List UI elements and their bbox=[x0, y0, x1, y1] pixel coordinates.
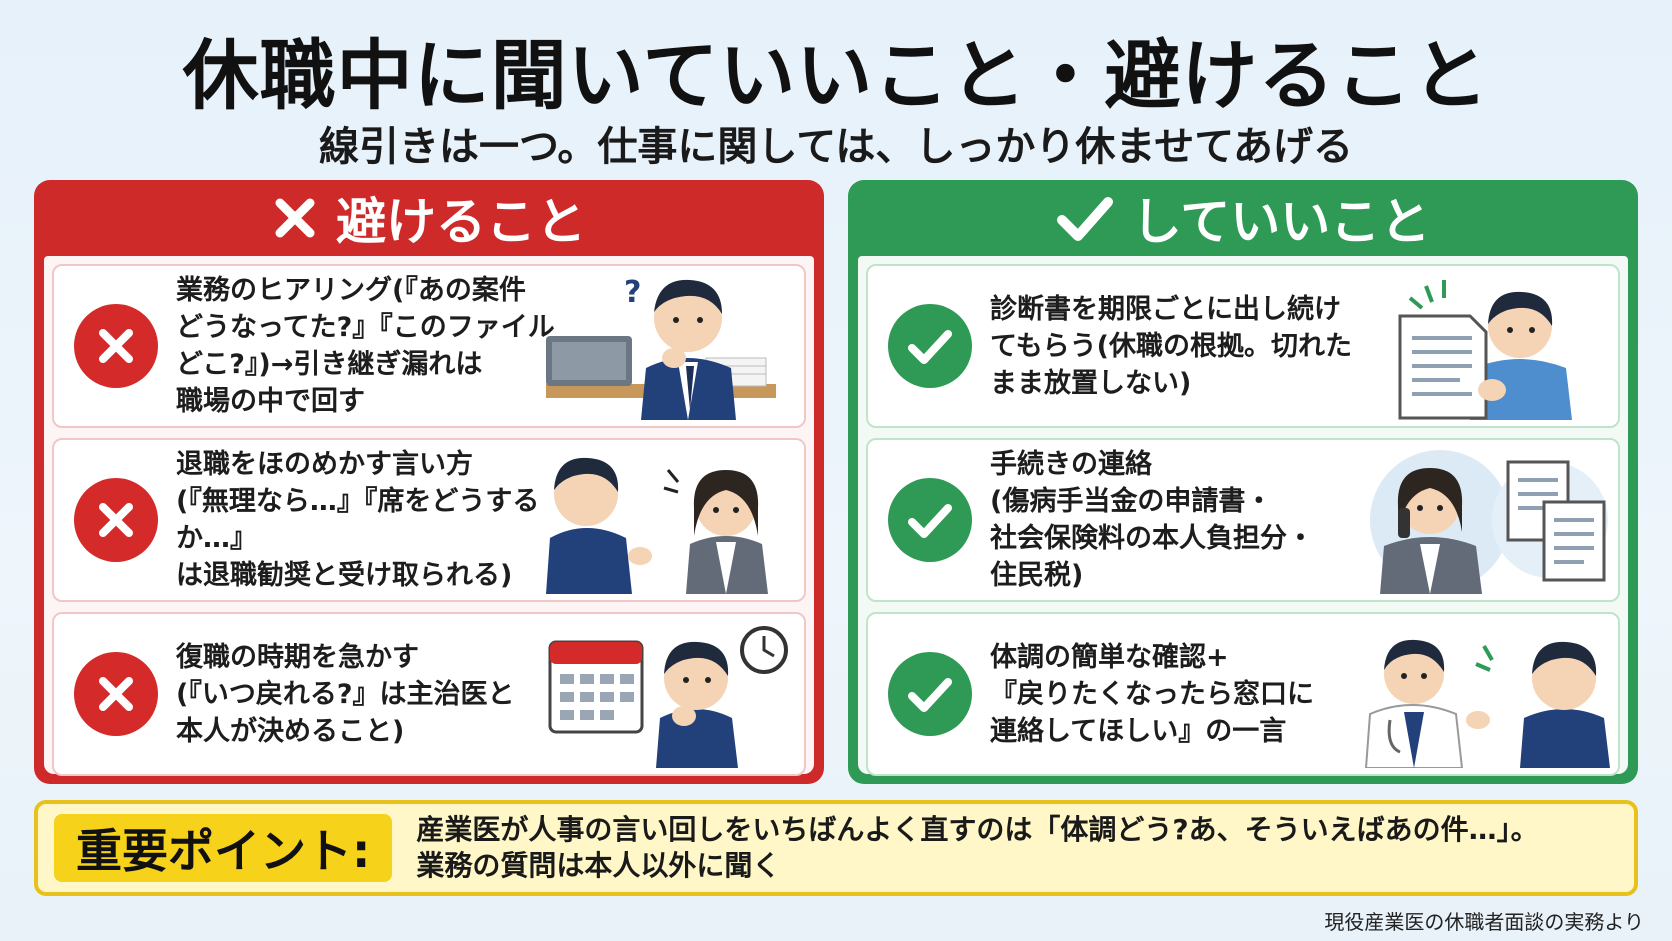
avoid-item-rushing-return: 復職の時期を急かす (『いつ戻れる?』は主治医と 本人が決めること) bbox=[52, 612, 806, 776]
ok-panel: していいこと 診断書を期限ごとに出し続け てもらう(休職の根拠。切れた まま放置… bbox=[848, 180, 1638, 784]
ok-item-text: 手続きの連絡 (傷病手当金の申請書・ 社会保険料の本人負担分・ 住民税) bbox=[990, 449, 1314, 591]
ok-item-procedure-contact: 手続きの連絡 (傷病手当金の申請書・ 社会保険料の本人負担分・ 住民税) bbox=[866, 438, 1620, 602]
avoid-panel-body: 業務のヒアリング(『あの案件 どうなってた?』『このファイル どこ?』)→引き継… bbox=[44, 256, 814, 776]
businessman-at-laptop-illustration: ? bbox=[546, 275, 776, 420]
ok-item-text: 体調の簡単な確認+ 『戻りたくなったら窓口に 連絡してほしい』の一言 bbox=[990, 641, 1314, 747]
page-title: 休職中に聞いていいこと・避けること bbox=[182, 31, 1490, 120]
page-subtitle: 線引きは一つ。仕事に関しては、しっかり休ませてあげる bbox=[319, 124, 1353, 170]
avoid-item-text: 退職をほのめかす言い方 (『無理なら…』『席をどうするか…』 は退職勧奨と受け取… bbox=[176, 449, 540, 591]
x-icon bbox=[272, 195, 318, 241]
key-point-text: 産業医が人事の言い回しをいちばんよく直すのは「体調どう?あ、そういえばあの件…」… bbox=[416, 812, 1538, 884]
avoid-item-resignation: 退職をほのめかす言い方 (『無理なら…』『席をどうするか…』 は退職勧奨と受け取… bbox=[52, 438, 806, 602]
x-icon bbox=[74, 304, 158, 388]
woman-on-phone-with-documents-illustration bbox=[1370, 450, 1608, 594]
ok-item-health-check: 体調の簡単な確認+ 『戻りたくなったら窓口に 連絡してほしい』の一言 bbox=[866, 612, 1620, 776]
key-point-box: 重要ポイント: 産業医が人事の言い回しをいちばんよく直すのは「体調どう?あ、そう… bbox=[34, 800, 1638, 896]
avoid-panel-header: 避けること bbox=[34, 180, 824, 256]
avoid-panel: 避けること 業務のヒアリング(『あの案件 どうなってた?』『このファイル どこ?… bbox=[34, 180, 824, 784]
avoid-item-text: 業務のヒアリング(『あの案件 どうなってた?』『このファイル どこ?』)→引き継… bbox=[176, 275, 555, 417]
avoid-panel-title: 避けること bbox=[336, 193, 586, 251]
avoid-item-text: 復職の時期を急かす (『いつ戻れる?』は主治医と 本人が決めること) bbox=[176, 641, 515, 747]
key-point-text-content: 産業医が人事の言い回しをいちばんよく直すのは「体調どう?あ、そういえばあの件…」… bbox=[416, 813, 1539, 882]
person-holding-document-illustration bbox=[1398, 280, 1572, 420]
check-icon bbox=[1056, 194, 1114, 242]
check-icon bbox=[888, 304, 972, 388]
manager-talking-to-employee-illustration bbox=[546, 457, 768, 594]
svg-text:?: ? bbox=[624, 275, 641, 310]
ok-panel-body: 診断書を期限ごとに出し続け てもらう(休職の根拠。切れた まま放置しない) bbox=[858, 256, 1628, 776]
ok-panel-title: していいこと bbox=[1131, 193, 1431, 251]
ok-item-text: 診断書を期限ごとに出し続け てもらう(休職の根拠。切れた まま放置しない) bbox=[990, 293, 1352, 399]
x-icon bbox=[74, 478, 158, 562]
source-note: 現役産業医の休職者面談の実務より bbox=[1324, 910, 1644, 934]
check-icon bbox=[888, 652, 972, 736]
x-icon bbox=[74, 652, 158, 736]
ok-panel-header: していいこと bbox=[848, 180, 1638, 256]
doctor-talking-to-patient-illustration bbox=[1364, 639, 1610, 768]
ok-item-medical-certificate: 診断書を期限ごとに出し続け てもらう(休職の根拠。切れた まま放置しない) bbox=[866, 264, 1620, 428]
calendar-and-thinking-man-illustration bbox=[548, 626, 788, 768]
key-point-label: 重要ポイント: bbox=[54, 814, 393, 882]
check-icon bbox=[888, 478, 972, 562]
avoid-item-hearing: 業務のヒアリング(『あの案件 どうなってた?』『このファイル どこ?』)→引き継… bbox=[52, 264, 806, 428]
